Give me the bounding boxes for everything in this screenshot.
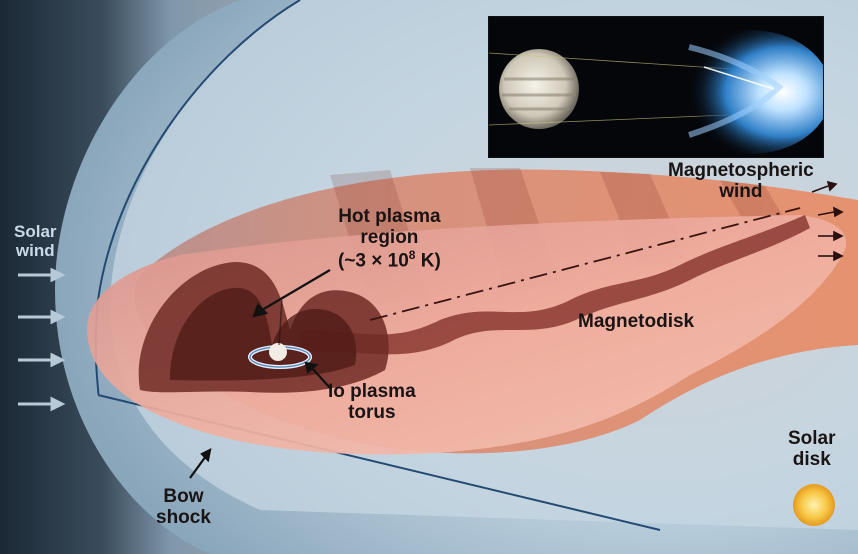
- io-plasma-torus-label: Io plasma torus: [328, 381, 416, 424]
- solar-wind-label-line-1: Solar: [14, 222, 57, 241]
- temperature-prefix: (~3 × 10: [338, 250, 409, 271]
- inset-photo-panel: [488, 16, 824, 158]
- magnetospheric-wind-line-1: Magnetospheric: [668, 160, 814, 181]
- temperature-label: (~3 × 108 K): [338, 249, 441, 272]
- hot-plasma-label-line-2: region: [338, 227, 441, 248]
- sun-icon: [793, 484, 835, 526]
- magnetodisk-label: Magnetodisk: [578, 311, 694, 332]
- solar-wind-label: Solar wind: [14, 222, 57, 260]
- bow-shock-label: Bow shock: [156, 486, 211, 529]
- solar-disk-label-line-1: Solar: [788, 428, 836, 449]
- temperature-suffix: K): [415, 250, 440, 271]
- hot-plasma-label: Hot plasma region (~3 × 108 K): [338, 206, 441, 271]
- magnetospheric-wind-line-2: wind: [668, 181, 814, 202]
- solar-disk-label-line-2: disk: [788, 449, 836, 470]
- bow-shock-label-line-2: shock: [156, 507, 211, 528]
- solar-wind-label-line-2: wind: [14, 241, 57, 260]
- hot-plasma-label-line-1: Hot plasma: [338, 206, 441, 227]
- io-torus-label-line-1: Io plasma: [328, 381, 416, 402]
- inset-photo: [489, 17, 823, 157]
- bow-shock-label-line-1: Bow: [156, 486, 211, 507]
- magnetospheric-wind-label: Magnetospheric wind: [668, 160, 814, 203]
- jupiter-photo: [499, 49, 579, 129]
- io-torus-label-line-2: torus: [328, 402, 416, 423]
- solar-disk-label: Solar disk: [788, 428, 836, 471]
